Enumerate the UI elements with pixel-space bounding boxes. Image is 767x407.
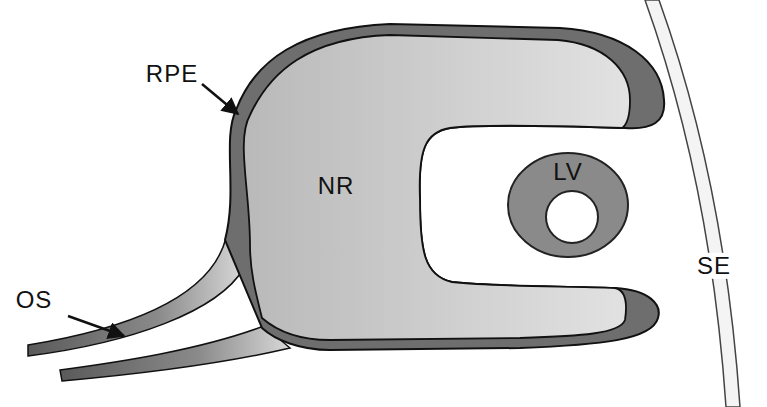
leader-arrow xyxy=(68,316,124,336)
part-label: NR xyxy=(316,173,357,199)
surface-ectoderm xyxy=(645,0,740,407)
part-label: OS xyxy=(14,287,55,313)
part-label: LV xyxy=(551,159,585,185)
part-label: SE xyxy=(695,253,733,279)
retinal-pigment-epithelium xyxy=(225,24,664,350)
leader-arrow xyxy=(202,84,238,114)
part-label: RPE xyxy=(144,61,200,87)
optic-stalk-upper-wall xyxy=(28,238,244,356)
lens-vesicle xyxy=(508,153,628,257)
optic-stalk-lower-wall xyxy=(60,326,290,381)
neural-retina xyxy=(244,35,630,340)
lens-lumen xyxy=(546,191,598,243)
